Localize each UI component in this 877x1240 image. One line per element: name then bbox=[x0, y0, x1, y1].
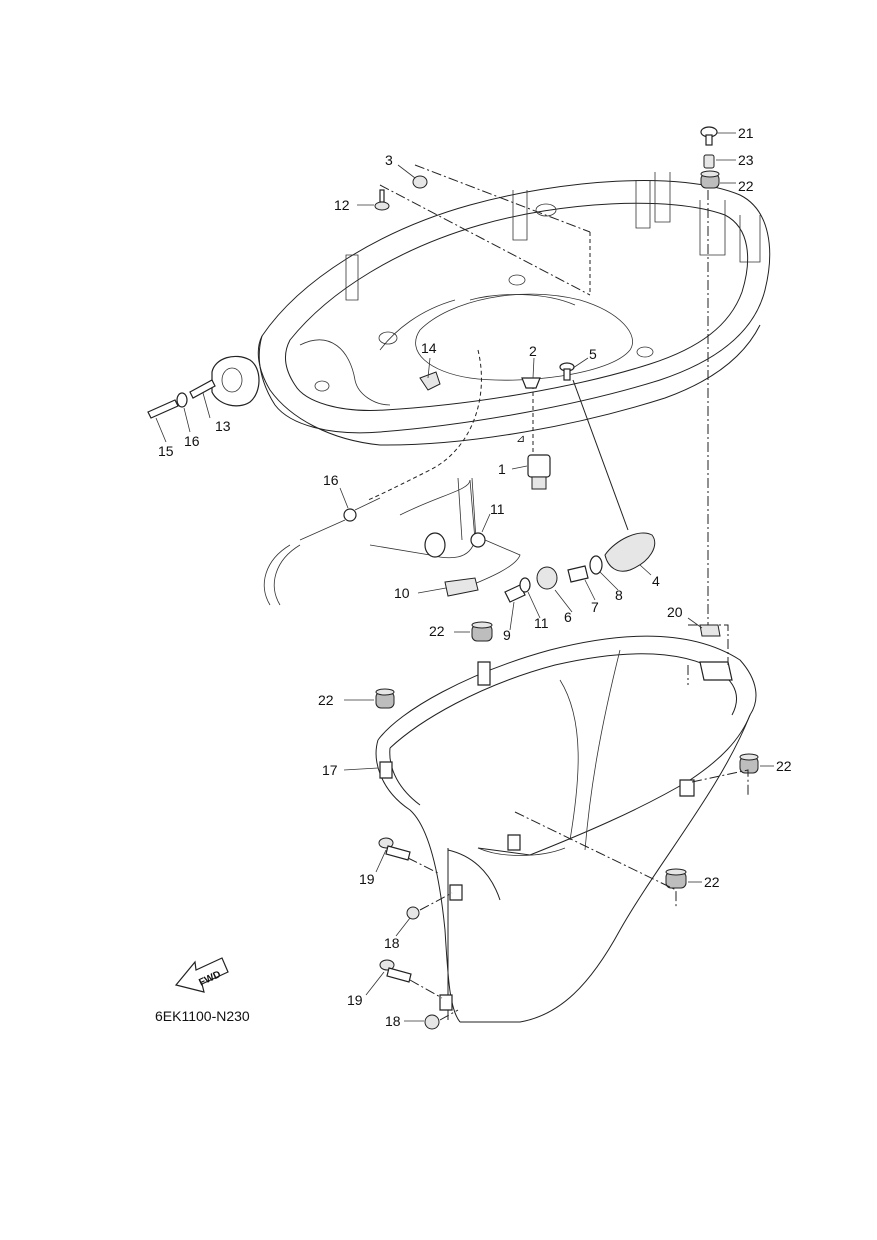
ref-line-22d bbox=[514, 811, 677, 908]
part-10-holder bbox=[444, 577, 479, 597]
part-2-clip bbox=[521, 377, 541, 389]
part-19-bolt-b bbox=[379, 959, 412, 983]
part-21-screw bbox=[700, 126, 718, 146]
bottom-cowling-upper: ⊿ bbox=[211, 172, 771, 446]
callout-14: 14 bbox=[421, 340, 437, 356]
apron-lower bbox=[375, 635, 757, 1023]
part-18-nut-b bbox=[424, 1014, 440, 1030]
part-16-clip-b bbox=[343, 508, 357, 522]
callout-7: 7 bbox=[591, 599, 599, 615]
part-6-nut bbox=[536, 566, 558, 590]
callout-22-d: 22 bbox=[704, 874, 720, 890]
hose-end bbox=[273, 544, 301, 606]
part-14-clamp bbox=[419, 371, 441, 391]
callout-6: 6 bbox=[564, 609, 572, 625]
callout-23: 23 bbox=[738, 152, 754, 168]
callout-labels: 21 23 22 3 12 2 5 14 1 13 16 15 16 11 4 … bbox=[158, 125, 792, 1029]
ref-line-20 bbox=[687, 624, 729, 685]
callout-10: 10 bbox=[394, 585, 410, 601]
callout-9: 9 bbox=[503, 627, 511, 643]
part-3-nut bbox=[412, 175, 428, 189]
callout-18-a: 18 bbox=[384, 935, 400, 951]
callout-19-b: 19 bbox=[347, 992, 363, 1008]
part-4-cap bbox=[604, 532, 656, 572]
callout-19-a: 19 bbox=[359, 871, 375, 887]
fwd-arrow-icon: FWD bbox=[174, 957, 229, 993]
part-11-clip-b bbox=[519, 577, 531, 593]
callout-22-top: 22 bbox=[738, 178, 754, 194]
callout-16-a: 16 bbox=[184, 433, 200, 449]
callout-13: 13 bbox=[215, 418, 231, 434]
part-16-clip-a bbox=[176, 392, 188, 408]
callout-4: 4 bbox=[652, 573, 660, 589]
part-22-grommet-top bbox=[700, 170, 720, 189]
reference-code: 6EK1100-N230 bbox=[155, 1008, 250, 1024]
callout-21: 21 bbox=[738, 125, 754, 141]
part-1-grommet bbox=[527, 454, 551, 490]
part-13-rod bbox=[189, 379, 216, 399]
part-11-clip-a bbox=[470, 532, 486, 548]
callout-5: 5 bbox=[589, 346, 597, 362]
callout-3: 3 bbox=[385, 152, 393, 168]
callout-17: 17 bbox=[322, 762, 338, 778]
callout-2: 2 bbox=[529, 343, 537, 359]
callout-18-b: 18 bbox=[385, 1013, 401, 1029]
svg-text:⊿: ⊿ bbox=[516, 433, 525, 445]
part-15-bolt bbox=[147, 399, 179, 419]
part-12-screw bbox=[374, 189, 390, 211]
part-22-grommet-b bbox=[375, 688, 395, 709]
part-8-ring bbox=[589, 555, 603, 575]
ref-line-3 bbox=[414, 164, 591, 233]
callout-8: 8 bbox=[615, 587, 623, 603]
ref-line-12 bbox=[379, 184, 591, 296]
callout-1: 1 bbox=[498, 461, 506, 477]
part-22-grommet-a bbox=[471, 621, 493, 642]
part-23-collar bbox=[703, 154, 715, 169]
callout-20: 20 bbox=[667, 604, 683, 620]
ref-line-22c bbox=[691, 769, 749, 795]
ref-line-4 bbox=[572, 379, 629, 531]
part-19-bolt-a bbox=[378, 837, 411, 861]
part-18-nut-a bbox=[406, 906, 420, 920]
leader-lines bbox=[155, 132, 774, 1022]
part-22-grommet-c bbox=[739, 753, 759, 774]
callout-22-b: 22 bbox=[318, 692, 334, 708]
part-20-nut bbox=[699, 624, 721, 637]
part-7-joint bbox=[567, 565, 589, 583]
part-22-grommet-d bbox=[665, 868, 687, 889]
callout-12: 12 bbox=[334, 197, 350, 213]
part-9-hose bbox=[504, 584, 526, 603]
fuel-joint-bracket bbox=[369, 477, 477, 559]
part-5-screw bbox=[559, 362, 575, 381]
callout-11-a: 11 bbox=[490, 501, 505, 517]
callout-15: 15 bbox=[158, 443, 174, 459]
callout-22-a: 22 bbox=[429, 623, 445, 639]
callout-16-b: 16 bbox=[323, 472, 339, 488]
callout-11-b: 11 bbox=[534, 615, 549, 631]
ref-line-16 bbox=[367, 349, 482, 501]
callout-22-c: 22 bbox=[776, 758, 792, 774]
